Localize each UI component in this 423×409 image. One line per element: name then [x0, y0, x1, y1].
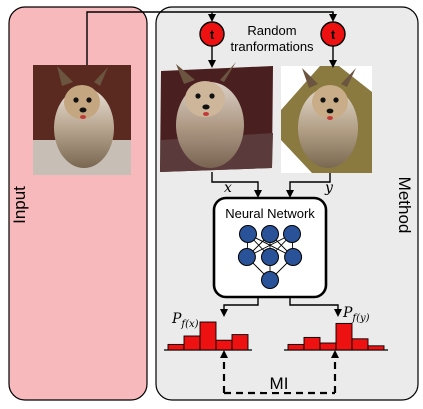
transform-node-right: t	[320, 21, 346, 47]
network-node	[261, 225, 279, 243]
network-node	[283, 225, 301, 243]
input-image	[33, 65, 131, 175]
transform-node-left-label: t	[210, 27, 215, 42]
left-distribution-histogram	[164, 321, 252, 351]
method-label: Method	[395, 177, 414, 234]
mutual-information-label-bg	[262, 372, 296, 392]
histogram-bar	[351, 338, 369, 351]
network-node	[261, 271, 279, 289]
input-label: Input	[10, 186, 29, 224]
histogram-bar	[167, 343, 185, 351]
right-distribution-label: Pf(y)	[342, 305, 370, 324]
network-node	[261, 248, 279, 266]
neural-network-title: Neural Network	[225, 206, 315, 221]
histogram-bar	[335, 322, 353, 351]
transform-node-right-label: t	[331, 27, 336, 42]
network-node	[239, 225, 257, 243]
network-node	[237, 248, 256, 266]
histogram-bar	[199, 321, 217, 351]
variable-x-label: x	[224, 180, 232, 196]
arrow-network-to-left-distribution	[220, 297, 259, 317]
histogram-bar	[231, 334, 249, 351]
transform-caption-line2: tranformations	[230, 39, 314, 54]
transformed-image-x	[160, 62, 273, 172]
arrow-image-y-to-network	[286, 173, 331, 198]
histogram-bar	[183, 335, 201, 351]
left-distribution-label: Pf(x)	[171, 311, 199, 330]
mutual-information-label: MI	[270, 374, 289, 393]
neural-network-graph	[237, 225, 303, 289]
histogram-bar	[303, 336, 321, 351]
arrow-image-x-to-network	[211, 172, 262, 198]
transform-caption-line1: Random	[247, 23, 296, 38]
arrow-network-to-right-distribution	[289, 297, 342, 317]
transform-node-left: t	[199, 21, 225, 47]
histogram-bar	[287, 343, 305, 351]
histogram-bar	[367, 345, 385, 351]
network-node	[284, 248, 303, 266]
histogram-bar	[215, 339, 233, 351]
transformed-image-y	[281, 66, 372, 173]
right-distribution-histogram	[284, 322, 388, 351]
variable-y-label: y	[324, 180, 334, 196]
histogram-bar	[319, 342, 337, 351]
